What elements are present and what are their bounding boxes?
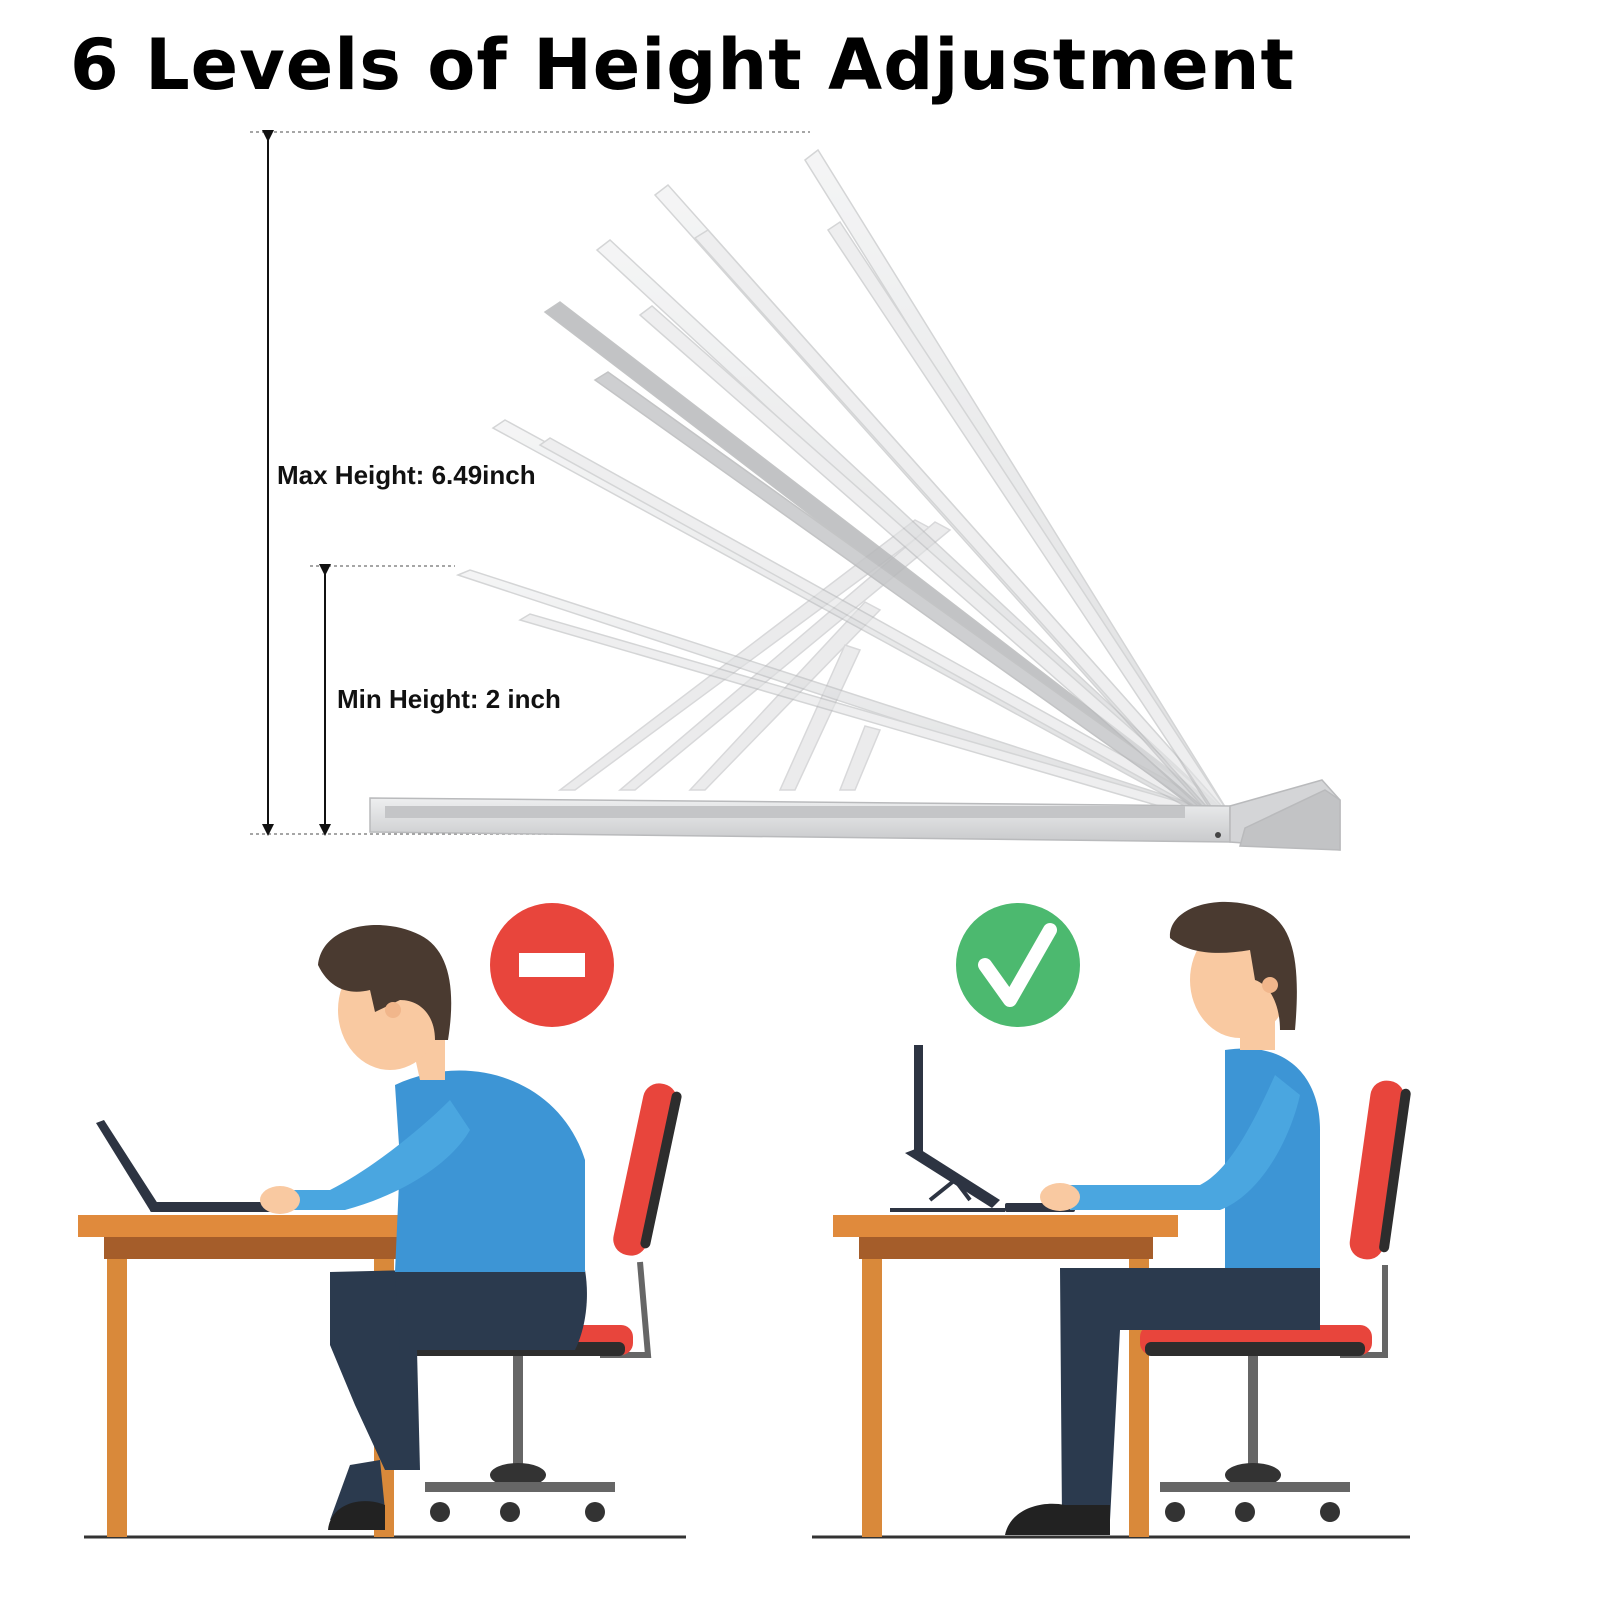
person-slouching <box>260 925 587 1530</box>
dimension-guides <box>250 130 810 836</box>
laptop-left <box>96 1120 290 1212</box>
minus-icon <box>490 903 614 1027</box>
stand-panel-level-3 <box>543 301 1234 829</box>
chair-right <box>1140 1080 1411 1522</box>
bad-posture-scene <box>78 903 686 1539</box>
page-title: 6 Levels of Height Adjustment <box>70 24 1295 106</box>
laptop-stand-levels <box>369 148 1341 851</box>
check-icon <box>956 903 1080 1027</box>
hinge-screw <box>1215 832 1221 838</box>
stand-base <box>369 779 1341 851</box>
max-height-label: Max Height: 6.49inch <box>277 460 536 490</box>
desk-right <box>833 1215 1178 1537</box>
good-posture-scene <box>812 901 1411 1539</box>
min-height-label: Min Height: 2 inch <box>337 684 561 714</box>
person-upright <box>1005 901 1320 1535</box>
